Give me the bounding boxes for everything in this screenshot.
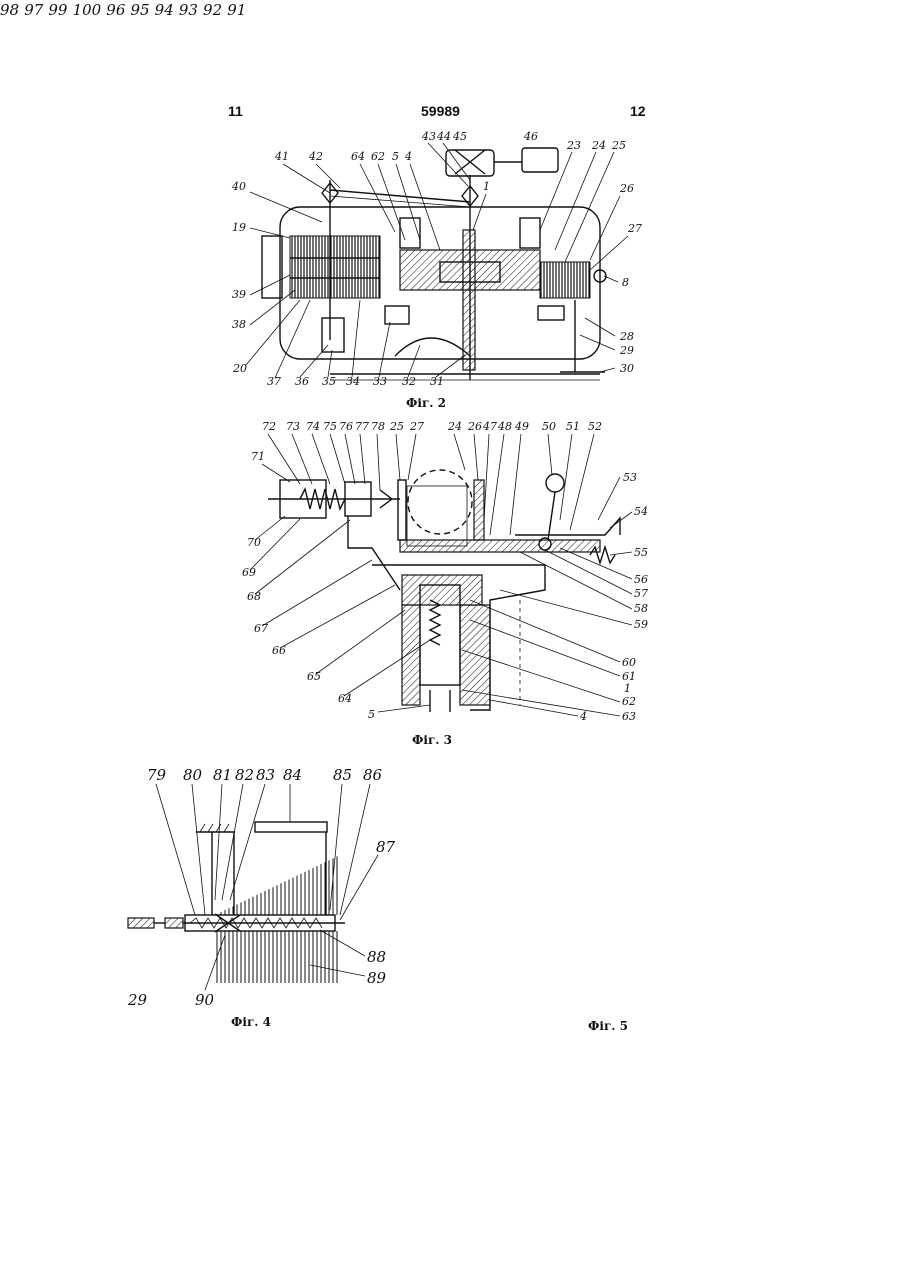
fig4-label: 84 [283, 766, 302, 784]
fig2-label: 64 [351, 150, 365, 163]
fig4-label: 90 [195, 991, 215, 1009]
fig3-label: 5 [368, 708, 375, 721]
fig4-label: 88 [367, 948, 386, 966]
fig4-label: 83 [256, 766, 275, 784]
fig2-label: 27 [627, 222, 642, 235]
fig3-label: 26 [467, 420, 482, 433]
fig3-label: 24 [447, 420, 462, 433]
fig3-label: 4 [579, 710, 587, 723]
fig3-label: 55 [634, 546, 648, 559]
fig3-label: 53 [623, 471, 637, 484]
fig3-label: 25 [389, 420, 404, 433]
fig3-label: 62 [622, 695, 636, 708]
fig2-label: 32 [402, 375, 416, 388]
fig3-label: 56 [634, 573, 648, 586]
fig2-label: 33 [373, 375, 387, 388]
fig3-label: 1 [624, 682, 631, 695]
fig2-label: 44 [436, 130, 451, 143]
fig4-label: 85 [333, 766, 352, 784]
fig3-label: 71 [251, 450, 265, 463]
fig2-label: 41 [274, 150, 289, 163]
fig3-label: 75 [323, 420, 337, 433]
figure-5-caption: Фіг. 5 [588, 1019, 628, 1033]
fig2-label: 28 [619, 330, 634, 343]
fig3-label: 50 [542, 420, 556, 433]
fig3-label: 74 [306, 420, 320, 433]
fig4-label: 81 [213, 766, 232, 784]
figure-4 [128, 822, 345, 983]
fig2-label: 23 [566, 139, 581, 152]
fig2-label: 5 [392, 150, 399, 163]
fig3-label: 73 [286, 420, 300, 433]
fig3-label: 47 [482, 420, 497, 433]
fig3-label: 58 [634, 602, 648, 615]
figure-2-caption: Фіг. 2 [406, 396, 446, 410]
fig3-label: 51 [566, 420, 580, 433]
fig4-label: 80 [183, 766, 203, 784]
fig2-label: 29 [619, 344, 634, 357]
fig3-label: 64 [338, 692, 352, 705]
fig2-label: 19 [232, 221, 246, 234]
figure-3-caption: Фіг. 3 [412, 733, 452, 747]
figure-4-caption: Фіг. 4 [231, 1015, 271, 1029]
fig3-label: 63 [622, 710, 636, 723]
fig4-label: 87 [376, 838, 396, 856]
fig3-label: 27 [409, 420, 424, 433]
fig2-label: 36 [295, 375, 309, 388]
fig2-label: 20 [232, 362, 247, 375]
fig2-label: 43 [421, 130, 436, 143]
fig3-label: 59 [634, 618, 648, 631]
fig2-label: 34 [346, 375, 360, 388]
fig3-label: 57 [634, 587, 648, 600]
fig4-label: 82 [235, 766, 254, 784]
fig4-label: 86 [363, 766, 383, 784]
fig2-label: 42 [308, 150, 323, 163]
fig2-label: 38 [232, 318, 246, 331]
fig2-label: 24 [591, 139, 606, 152]
fig3-label: 77 [355, 420, 369, 433]
fig3-label: 60 [622, 656, 636, 669]
fig2-label: 62 [371, 150, 385, 163]
fig4-label: 29 [127, 991, 148, 1009]
fig3-label: 49 [514, 420, 529, 433]
fig2-label: 26 [619, 182, 634, 195]
fig2-label: 40 [231, 180, 246, 193]
fig2-label: 25 [611, 139, 626, 152]
fig3-label: 78 [371, 420, 385, 433]
fig2-label: 46 [523, 130, 538, 143]
fig2-label: 37 [267, 375, 281, 388]
fig3-label: 48 [497, 420, 512, 433]
fig3-label: 69 [242, 566, 256, 579]
fig2-label: 45 [452, 130, 467, 143]
fig3-label: 72 [262, 420, 276, 433]
fig3-label: 70 [247, 536, 261, 549]
fig2-label: 4 [404, 150, 412, 163]
fig2-label: 39 [232, 288, 246, 301]
fig2-label: 31 [430, 375, 444, 388]
fig2-label: 35 [322, 375, 336, 388]
fig4-label: 79 [147, 766, 167, 784]
fig2-label: 1 [483, 180, 490, 193]
fig2-label: 8 [622, 276, 629, 289]
fig3-label: 54 [634, 505, 648, 518]
fig4-label: 89 [367, 969, 387, 987]
fig3-label: 52 [588, 420, 602, 433]
fig2-label: 30 [620, 362, 634, 375]
fig3-label: 68 [247, 590, 261, 603]
fig3-label: 76 [339, 420, 353, 433]
